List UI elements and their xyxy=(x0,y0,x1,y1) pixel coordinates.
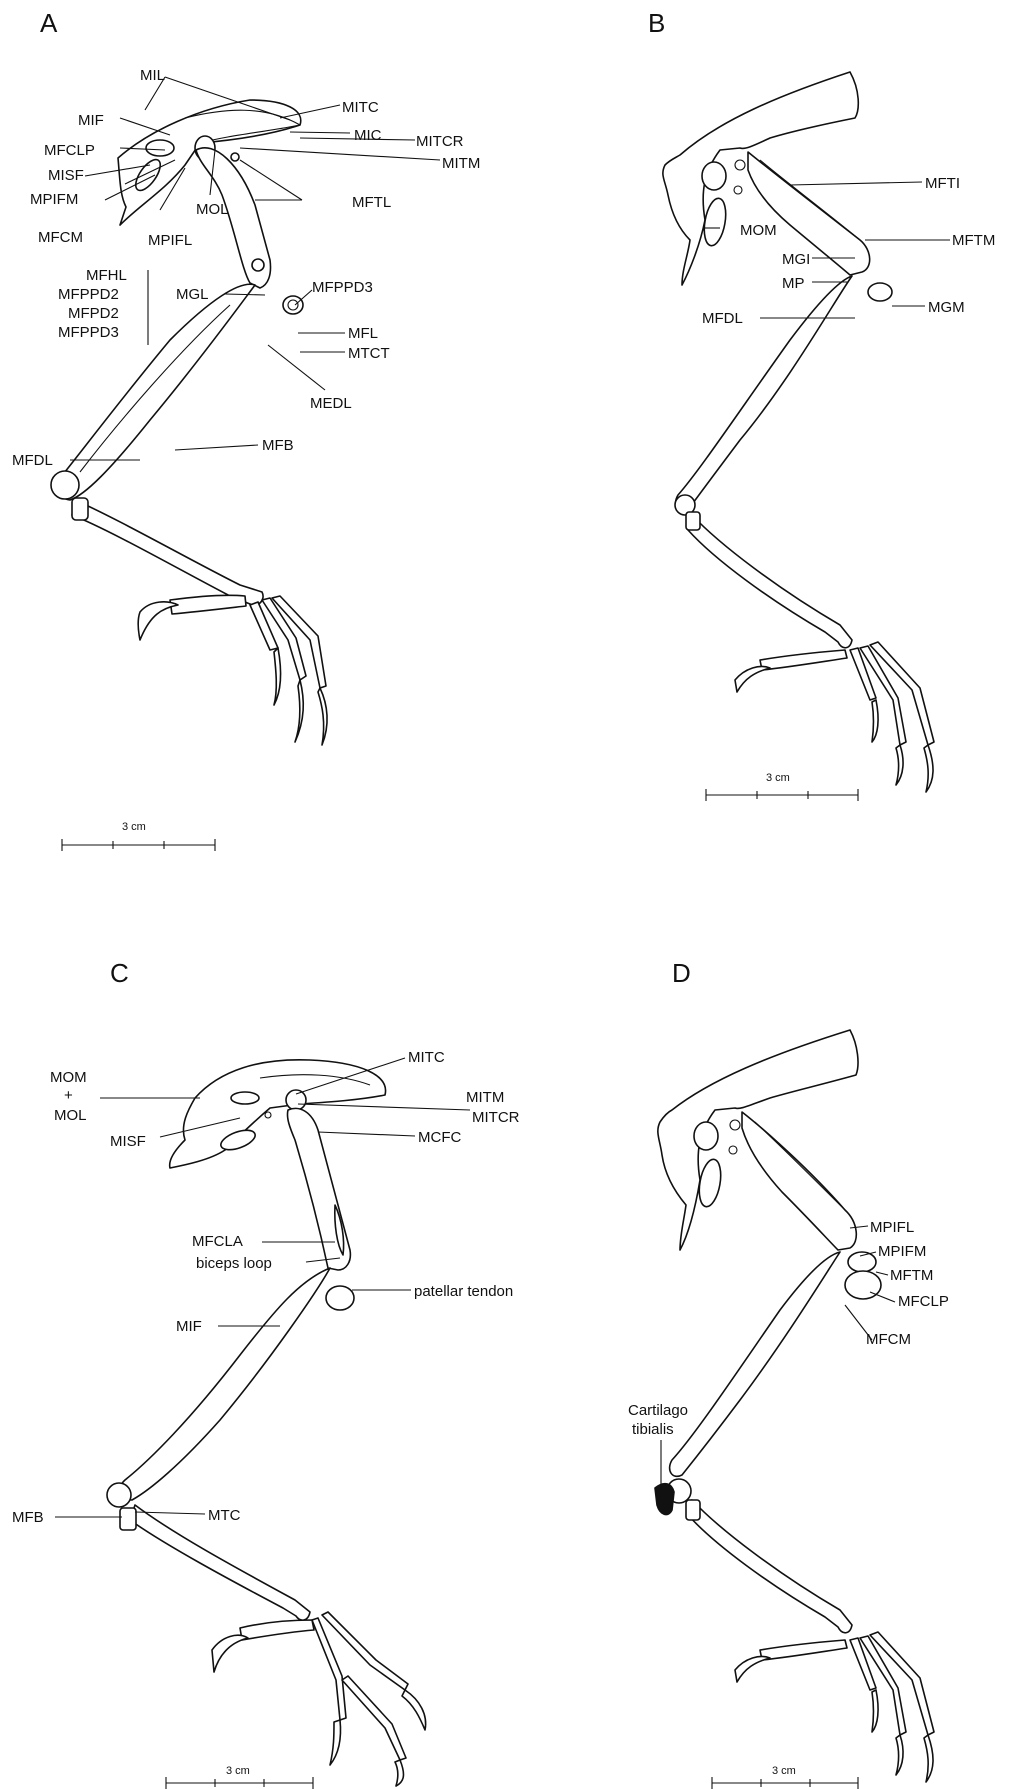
label-mitcr-c: MITCR xyxy=(472,1109,520,1126)
panel-d-title: D xyxy=(672,958,691,988)
label-mfb: MFB xyxy=(262,437,294,454)
label-mgl: MGL xyxy=(176,286,209,303)
panel-a-scale-label: 3 cm xyxy=(122,821,146,833)
label-patellar-tendon: patellar tendon xyxy=(414,1283,513,1300)
panel-c-leaders xyxy=(55,1058,470,1517)
label-mftl: MFTL xyxy=(352,194,391,211)
label-mitc-c: MITC xyxy=(408,1049,445,1066)
label-mom-c: MOM xyxy=(50,1069,87,1086)
label-mfcla: MFCLA xyxy=(192,1233,243,1250)
panel-a-skeleton xyxy=(51,100,327,745)
panel-b-scale-label: 3 cm xyxy=(766,772,790,784)
panel-c-skeleton xyxy=(107,1060,426,1786)
label-mom: MOM xyxy=(740,222,777,239)
label-mfpd2: MFPD2 xyxy=(68,305,119,322)
panel-b: B xyxy=(648,8,995,801)
label-mfppd3-left: MFPPD3 xyxy=(58,324,119,341)
label-mgm: MGM xyxy=(928,299,965,316)
panel-a-scale-bar: 3 cm xyxy=(62,821,215,851)
label-cartilago: Cartilago xyxy=(628,1402,688,1419)
label-mfcm: MFCM xyxy=(38,229,83,246)
panel-a: A xyxy=(12,8,480,851)
label-mpifl: MPIFL xyxy=(148,232,192,249)
label-mpifm-d: MPIFM xyxy=(878,1243,926,1260)
panel-b-scale-bar: 3 cm xyxy=(706,772,858,801)
label-tibialis: tibialis xyxy=(632,1421,674,1438)
label-mitm: MITM xyxy=(442,155,480,172)
panel-d: D xyxy=(628,958,949,1789)
label-mitcr: MITCR xyxy=(416,133,464,150)
label-misf: MISF xyxy=(48,167,84,184)
panel-c-scale-bar: 3 cm xyxy=(166,1765,313,1789)
label-mic: MIC xyxy=(354,127,382,144)
panel-c: C xyxy=(12,958,520,1789)
label-mcfc: MCFC xyxy=(418,1129,461,1146)
label-mfclp: MFCLP xyxy=(44,142,95,159)
panel-d-scale-bar: 3 cm xyxy=(712,1765,858,1789)
label-mfdl-b: MFDL xyxy=(702,310,743,327)
label-mfppd3-right: MFPPD3 xyxy=(312,279,373,296)
label-medl: MEDL xyxy=(310,395,352,412)
label-mfti: MFTI xyxy=(925,175,960,192)
panel-b-skeleton xyxy=(663,72,934,792)
label-mif: MIF xyxy=(78,112,104,129)
panel-c-scale-label: 3 cm xyxy=(226,1765,250,1777)
label-mfl: MFL xyxy=(348,325,378,342)
label-mfhl: MFHL xyxy=(86,267,127,284)
label-mol: MOL xyxy=(196,201,229,218)
label-mftm: MFTM xyxy=(952,232,995,249)
label-mfdl: MFDL xyxy=(12,452,53,469)
label-mp: MP xyxy=(782,275,805,292)
panel-c-title: C xyxy=(110,958,129,988)
label-mgi: MGI xyxy=(782,251,810,268)
panel-d-skeleton xyxy=(655,1030,934,1782)
label-plus-c: + xyxy=(64,1087,73,1104)
label-biceps-loop: biceps loop xyxy=(196,1255,272,1272)
label-mitm-c: MITM xyxy=(466,1089,504,1106)
label-mftm-d: MFTM xyxy=(890,1267,933,1284)
label-mol-c: MOL xyxy=(54,1107,87,1124)
label-mtc: MTC xyxy=(208,1507,241,1524)
label-mpifl-d: MPIFL xyxy=(870,1219,914,1236)
label-mtct: MTCT xyxy=(348,345,390,362)
panel-a-title: A xyxy=(40,8,58,38)
label-mfcm-d: MFCM xyxy=(866,1331,911,1348)
label-mil: MIL xyxy=(140,67,165,84)
label-misf-c: MISF xyxy=(110,1133,146,1150)
label-mif-c: MIF xyxy=(176,1318,202,1335)
panel-b-title: B xyxy=(648,8,665,38)
label-mfb-c: MFB xyxy=(12,1509,44,1526)
label-mitc: MITC xyxy=(342,99,379,116)
label-mpifm: MPIFM xyxy=(30,191,78,208)
label-mfclp-d: MFCLP xyxy=(898,1293,949,1310)
label-mfppd2: MFPPD2 xyxy=(58,286,119,303)
panel-d-scale-label: 3 cm xyxy=(772,1765,796,1777)
